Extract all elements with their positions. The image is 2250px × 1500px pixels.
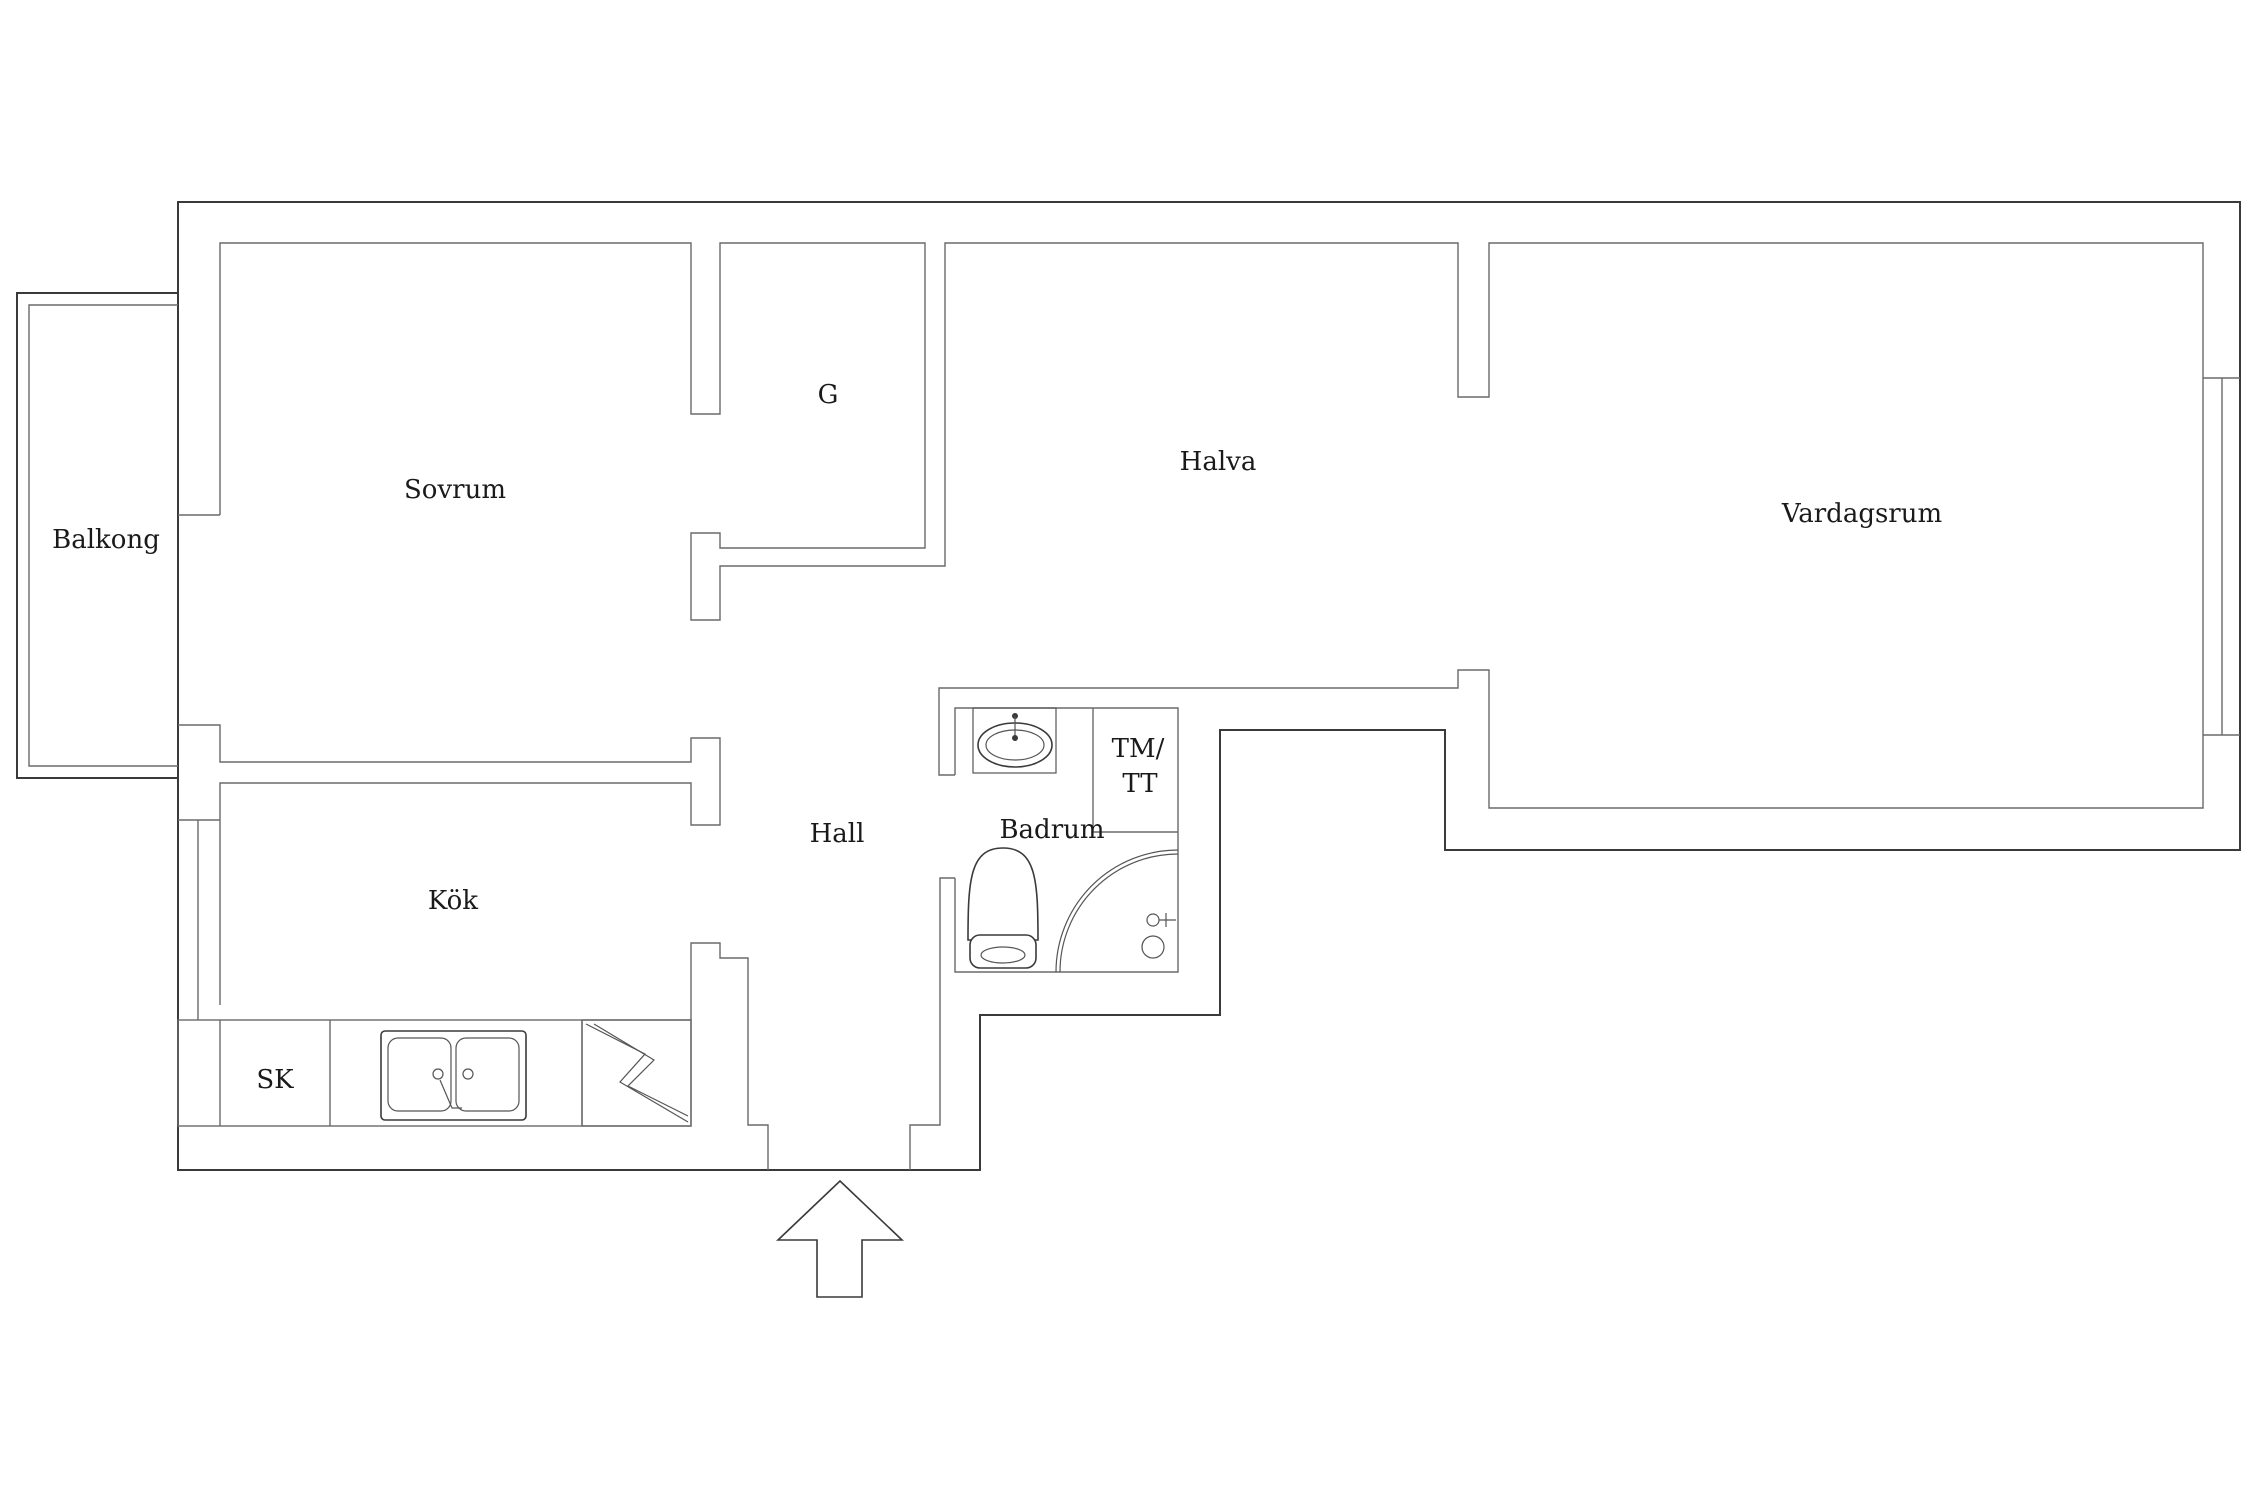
entrance-arrow-icon <box>775 1179 905 1298</box>
wall-bedroom-lower <box>178 724 721 1005</box>
toilet-icon <box>967 847 1039 969</box>
label-tmtt-1: TM/ <box>1112 734 1165 764</box>
shower-icon <box>1055 849 1179 973</box>
label-sovrum: Sovrum <box>404 475 506 505</box>
stove-icon <box>581 1019 692 1127</box>
label-skap: SK <box>256 1065 294 1095</box>
outer-wall <box>177 201 2241 1171</box>
label-garderob: G <box>818 380 839 410</box>
label-tmtt-2: TT <box>1122 769 1158 799</box>
window-left <box>178 819 220 1020</box>
kitchen-sink-icon <box>380 1030 527 1121</box>
label-hall: Hall <box>810 819 865 849</box>
label-vardagsrum: Vardagsrum <box>1781 499 1942 529</box>
label-balkong: Balkong <box>52 525 160 555</box>
wall-hall-right <box>909 877 955 1170</box>
label-kok: Kök <box>428 886 478 916</box>
wall-bedroom <box>219 242 2204 809</box>
balcony <box>16 292 178 779</box>
washbasin-icon <box>972 707 1057 774</box>
label-badrum: Badrum <box>999 815 1104 845</box>
label-halva: Halva <box>1180 447 1257 477</box>
wall-bathroom <box>954 707 1179 973</box>
wall-kitchen-hall <box>690 942 769 1170</box>
window-right <box>2203 377 2240 736</box>
